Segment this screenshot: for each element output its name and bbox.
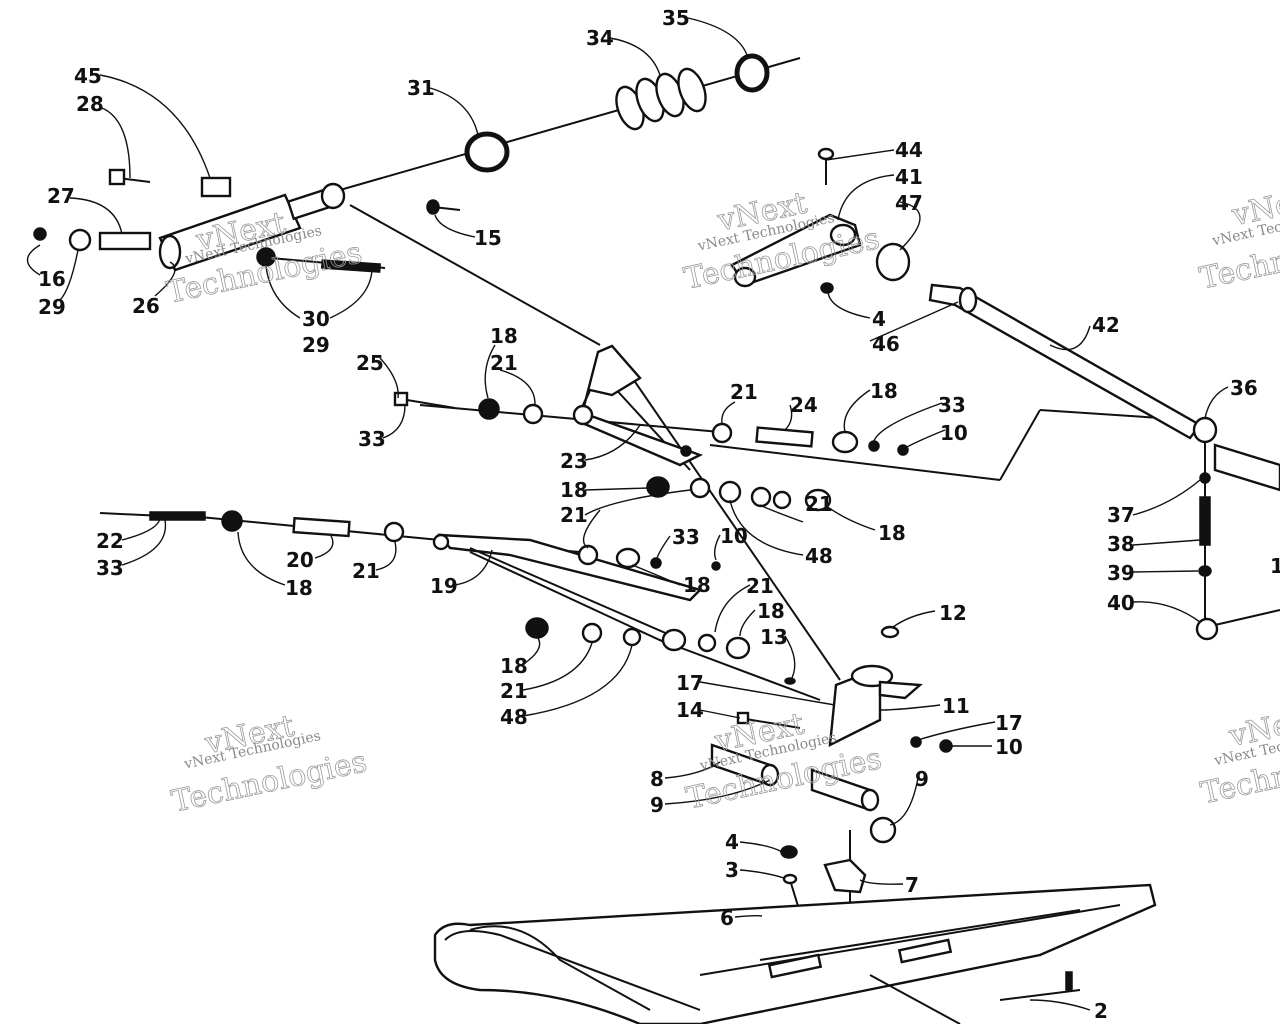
callout-label: 29	[38, 295, 66, 319]
callout-label: 21	[490, 351, 518, 375]
callout-label: 33	[96, 556, 124, 580]
tie-rod	[928, 283, 1280, 641]
leader-lines	[26, 17, 1229, 1011]
callout-label: 10	[995, 735, 1023, 759]
callout-label: 7	[905, 873, 919, 897]
callout-label: 46	[872, 332, 900, 356]
callout-label: 21	[560, 503, 588, 527]
assembly-lines	[199, 57, 1280, 946]
callout-label: 47	[895, 191, 923, 215]
callout-label: 18	[757, 599, 785, 623]
callout-label: 16	[38, 267, 66, 291]
callout-label: 21	[500, 679, 528, 703]
callout-label: 9	[650, 793, 664, 817]
callout-label: 26	[132, 294, 160, 318]
callout-label: 19	[430, 574, 458, 598]
steering-arm	[730, 147, 911, 294]
callout-label: 18	[683, 573, 711, 597]
spindle	[736, 625, 953, 753]
coil-spring	[615, 67, 707, 131]
callout-label: 4	[725, 830, 739, 854]
callout-label: 21	[746, 574, 774, 598]
middle-bushings	[646, 476, 832, 512]
callout-label: 23	[560, 449, 588, 473]
callout-label: 18	[870, 379, 898, 403]
callout-label: 21	[805, 492, 833, 516]
callout-label: 4	[872, 307, 886, 331]
callout-label: 30	[302, 307, 330, 331]
shock-hardware	[33, 168, 461, 252]
upper-bushings	[393, 391, 909, 456]
callout-label: 12	[939, 601, 967, 625]
callout-label: 20	[286, 548, 314, 572]
callout-label: 1	[1270, 554, 1280, 578]
callout-label: 18	[878, 521, 906, 545]
lower-a-arm	[432, 533, 703, 644]
callout-label: 41	[895, 165, 923, 189]
callout-label: 45	[74, 64, 102, 88]
callout-label: 17	[995, 711, 1023, 735]
watermark: vNext Technologies vNext Technologies	[1196, 180, 1280, 297]
callout-label: 48	[805, 544, 833, 568]
callout-label: 29	[302, 333, 330, 357]
callout-label: 10	[940, 421, 968, 445]
watermark: vNext Technologies vNext Technologies	[1197, 701, 1280, 812]
lower-bushings	[99, 510, 796, 685]
spring-retainer	[464, 53, 770, 173]
callout-label: 44	[895, 138, 923, 162]
callout-label: 36	[1230, 376, 1258, 400]
callout-label: 33	[672, 525, 700, 549]
callout-label: 22	[96, 529, 124, 553]
callout-label: 27	[47, 184, 75, 208]
callout-label: 18	[285, 576, 313, 600]
callout-labels: 45 28 27 16 29 26 31 34 35 15 30 29 44 4…	[38, 6, 1280, 1023]
callout-label: 39	[1107, 561, 1135, 585]
watermark: vNext Technologies vNext Technologies	[168, 708, 370, 820]
spindle-bushings	[710, 743, 897, 927]
callout-label: 25	[356, 351, 384, 375]
callout-label: 35	[662, 6, 690, 30]
callout-label: 38	[1107, 532, 1135, 556]
callout-label: 31	[407, 76, 435, 100]
callout-label: 33	[938, 393, 966, 417]
callout-label: 34	[586, 26, 614, 50]
callout-label: 18	[560, 478, 588, 502]
callout-label: 37	[1107, 503, 1135, 527]
callout-label: 48	[500, 705, 528, 729]
callout-label: 14	[676, 698, 704, 722]
callout-label: 40	[1107, 591, 1135, 615]
callout-label: 13	[760, 625, 788, 649]
callout-label: 24	[790, 393, 818, 417]
callout-label: 21	[730, 380, 758, 404]
callout-label: 3	[725, 858, 739, 882]
callout-label: 28	[76, 92, 104, 116]
watermark: vNext Technologies vNext Technologies	[681, 185, 883, 297]
callout-label: 42	[1092, 313, 1120, 337]
callout-label: 18	[490, 324, 518, 348]
callout-label: 8	[650, 767, 664, 791]
callout-label: 33	[358, 427, 386, 451]
callout-label: 6	[720, 906, 734, 930]
callout-label: 21	[352, 559, 380, 583]
callout-label: 18	[500, 654, 528, 678]
callout-label: 17	[676, 671, 704, 695]
shock-absorber	[158, 182, 386, 273]
callout-label: 10	[720, 524, 748, 548]
callout-label: 11	[942, 694, 970, 718]
callout-label: 15	[474, 226, 502, 250]
callout-label: 2	[1094, 999, 1108, 1023]
callout-label: 9	[915, 767, 929, 791]
ski	[433, 883, 1157, 1026]
upper-a-arm	[572, 344, 704, 467]
